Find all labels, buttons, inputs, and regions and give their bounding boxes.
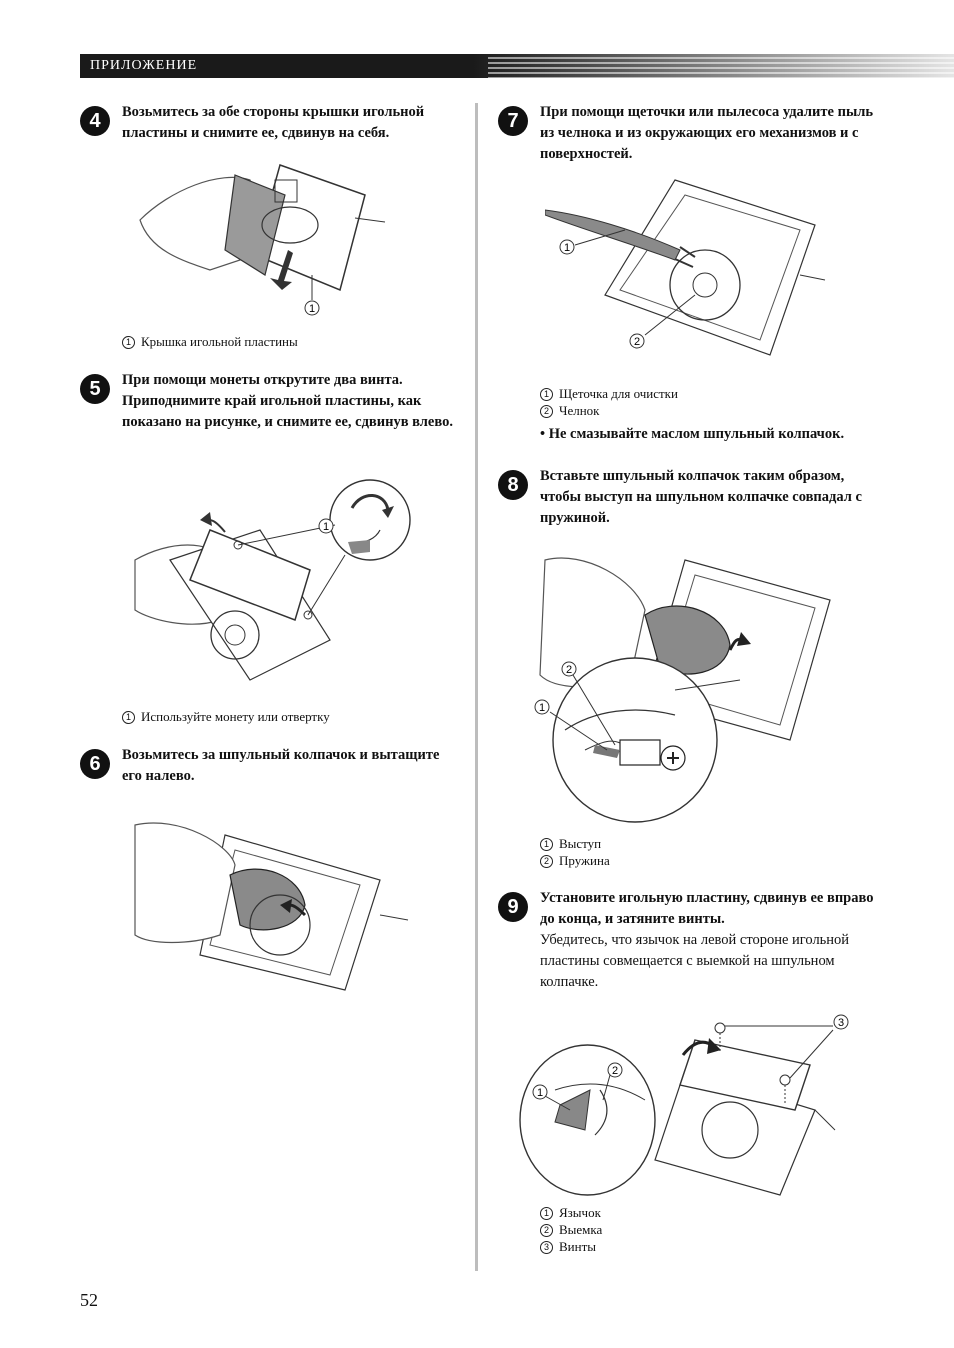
callout-number: 2 [612,1065,618,1077]
callout-number: 2 [566,664,572,676]
step-instruction: Установите игольную пластину, сдвинув ее… [540,888,885,993]
legend-number: 1 [122,711,135,724]
legend-number: 1 [122,336,135,349]
legend-text: Пружина [559,853,610,868]
legend-item: 2 Челнок [540,402,678,419]
step-instruction: При помощи монеты открутите два винта. П… [122,372,453,430]
callout-number: 1 [309,303,315,315]
legend-number: 2 [540,855,553,868]
step-number-badge: 8 [498,470,528,500]
legend-number: 2 [540,405,553,418]
legend-number: 1 [540,388,553,401]
legend-step-7: 1 Щеточка для очистки 2 Челнок [540,385,678,419]
callout-number: 1 [323,521,329,533]
step-instruction-main: Установите игольную пластину, сдвинув ее… [540,890,874,927]
warning-bullet: • Не смазывайте маслом шпульный колпачок… [540,426,845,442]
illustration-remove-needle-plate: 1 [130,470,420,695]
legend-text: Выемка [559,1222,603,1237]
callout-number: 1 [537,1087,543,1099]
step-instruction: Возьмитесь за обе стороны крышки игольно… [122,104,425,141]
callout-number: 2 [634,336,640,348]
legend-number: 1 [540,838,553,851]
column-divider [475,103,478,1271]
legend-step-9: 1 Язычок 2 Выемка 3 Винты [540,1204,602,1255]
illustration-remove-bobbin-case [130,805,410,1005]
legend-item: 2 Пружина [540,852,610,869]
legend-text: Челнок [559,403,600,418]
illustration-insert-bobbin-case: 1 2 [525,540,840,825]
step-number-badge: 6 [80,749,110,779]
step-number-badge: 5 [80,374,110,404]
legend-text: Крышка игольной пластины [141,334,298,349]
legend-number: 3 [540,1241,553,1254]
legend-number: 2 [540,1224,553,1237]
callout-number: 3 [838,1017,844,1029]
step-instruction: Возьмитесь за шпульный колпачок и вытащи… [122,747,440,784]
legend-text: Выступ [559,836,602,851]
legend-item: 1 Крышка игольной пластины [122,333,298,350]
warning-text: Не смазывайте маслом шпульный колпачок. [548,426,845,442]
illustration-remove-needle-plate-cover: 1 [130,150,400,320]
step-number-badge: 7 [498,106,528,136]
illustration-install-needle-plate: 3 1 2 [515,1010,855,1205]
legend-step-5: 1 Используйте монету или отвертку [122,708,330,725]
step-instruction-note: Убедитесь, что язычок на левой стороне и… [540,932,850,990]
section-title: ПРИЛОЖЕНИЕ [90,58,198,73]
section-header-bar: ПРИЛОЖЕНИЕ [80,54,954,78]
legend-step-8: 1 Выступ 2 Пружина [540,835,610,869]
legend-step-4: 1 Крышка игольной пластины [122,333,298,350]
legend-text: Винты [559,1239,597,1254]
page-number: 52 [80,1290,98,1310]
legend-item: 3 Винты [540,1238,602,1255]
callout-number: 1 [539,702,545,714]
step-number-badge: 9 [498,892,528,922]
legend-item: 1 Щеточка для очистки [540,385,678,402]
legend-text: Используйте монету или отвертку [141,709,330,724]
legend-item: 2 Выемка [540,1221,602,1238]
legend-text: Язычок [559,1205,601,1220]
step-number-badge: 4 [80,106,110,136]
step-instruction: При помощи щеточки или пылесоса удалите … [540,104,874,162]
illustration-clean-race: 1 2 [545,175,830,360]
callout-number: 1 [564,242,570,254]
legend-number: 1 [540,1207,553,1220]
legend-item: 1 Используйте монету или отвертку [122,708,330,725]
legend-item: 1 Язычок [540,1204,602,1221]
header-stripes [488,54,954,78]
legend-text: Щеточка для очистки [559,386,678,401]
legend-item: 1 Выступ [540,835,610,852]
step-instruction: Вставьте шпульный колпачок таким образом… [540,468,862,526]
